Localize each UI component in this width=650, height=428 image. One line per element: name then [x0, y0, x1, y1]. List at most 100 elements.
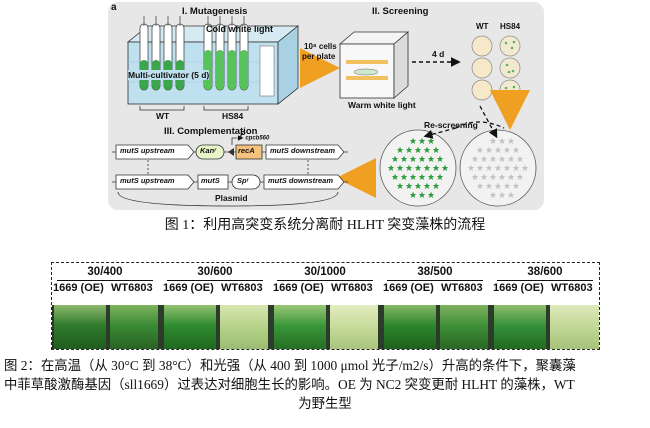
label-plates-wt: WT	[476, 22, 489, 31]
colony-mark	[423, 146, 431, 153]
strain-wt-label: WT6803	[221, 282, 263, 294]
colony-mark	[507, 137, 515, 144]
promoter-subscript: cpcb560	[245, 135, 270, 142]
rescreening-plates	[379, 129, 537, 207]
colony-mark	[503, 182, 511, 189]
colony-mark	[480, 173, 488, 180]
gene-mutS-downstream-top: mutS downstream	[270, 146, 336, 155]
colony-mark	[423, 164, 431, 171]
colony-mark	[409, 137, 417, 144]
colony-mark	[480, 155, 488, 162]
condition-underline	[387, 280, 483, 281]
colony-mark	[409, 191, 417, 198]
colony-mark	[423, 182, 431, 189]
colony-mark	[494, 146, 502, 153]
strain-oe-label: 1669 (OE)	[53, 282, 104, 294]
colony-mark	[498, 155, 506, 162]
tube-1669-30-600	[164, 305, 216, 349]
figure2-photo-panel	[51, 262, 600, 350]
colony-mark	[414, 182, 422, 189]
colony-mark	[400, 155, 408, 162]
colony-mark	[498, 137, 506, 144]
colony-mark	[485, 146, 493, 153]
label-multi-cultivator: Multi-cultivator (5 d)	[128, 70, 210, 80]
colony-mark	[396, 146, 404, 153]
tube-1669-38-500	[384, 305, 436, 349]
colony-mark	[391, 173, 399, 180]
colony-mark	[507, 155, 515, 162]
colony-mark	[414, 146, 422, 153]
colony-mark	[441, 164, 449, 171]
colony-mark	[418, 137, 426, 144]
colony-mark	[485, 164, 493, 171]
condition-underline	[167, 280, 263, 281]
condition-label: 30/600	[197, 266, 233, 278]
colony-mark	[485, 182, 493, 189]
colony-mark	[512, 146, 520, 153]
strain-oe-label: 1669 (OE)	[273, 282, 324, 294]
strain-wt-label: WT6803	[331, 282, 373, 294]
condition-label: 30/400	[87, 266, 123, 278]
label-cold-light: Cold white light	[206, 24, 273, 34]
colony-mark	[427, 191, 435, 198]
strain-oe-label: 1669 (OE)	[383, 282, 434, 294]
colony-mark	[418, 173, 426, 180]
condition-label: 38/500	[417, 266, 453, 278]
gene-reca: recA	[238, 146, 255, 155]
label-wt-tubes: WT	[156, 111, 170, 121]
gene-mutS-downstream-bottom: mutS downstream	[268, 176, 334, 185]
panel-letter: a	[111, 2, 117, 13]
section-mutagenesis: I. Mutagenesis	[182, 6, 248, 17]
tube-wt-38-500	[440, 305, 488, 349]
strain-oe-label: 1669 (OE)	[493, 282, 544, 294]
figure2-headers: 30/400 1669 (OE) WT6803 30/600 1669 (OE)…	[51, 262, 600, 304]
colony-mark	[405, 146, 413, 153]
figure2-caption-line-1: 图 2：在高温（从 30°C 到 38°C）和光强（从 400 到 1000 μ…	[4, 358, 576, 373]
colony-mark	[489, 173, 497, 180]
colony-mark	[498, 173, 506, 180]
colony-mark	[418, 191, 426, 198]
group-30-600: 30/600 1669 (OE) WT6803	[163, 262, 267, 304]
colony-mark	[405, 164, 413, 171]
tube-wt-30-1000	[330, 305, 378, 349]
strain-wt-label: WT6803	[441, 282, 483, 294]
colony-mark	[432, 164, 440, 171]
gene-mutS-upstream-bottom: mutS upstream	[120, 176, 175, 185]
condition-label: 30/1000	[304, 266, 346, 278]
colony-mark	[471, 173, 479, 180]
screening-plates	[471, 35, 521, 101]
section-screening: II. Screening	[372, 6, 429, 17]
group-30-1000: 30/1000 1669 (OE) WT6803	[273, 262, 377, 304]
colony-mark	[391, 155, 399, 162]
colony-mark	[414, 164, 422, 171]
colony-mark	[409, 155, 417, 162]
colony-mark	[476, 182, 484, 189]
colony-mark	[476, 164, 484, 171]
colony-mark	[516, 173, 524, 180]
colony-mark	[476, 146, 484, 153]
colony-mark	[400, 173, 408, 180]
label-promoter: Pcpcb560	[240, 130, 269, 142]
condition-underline	[57, 280, 153, 281]
figure2-caption-line-3: 为野生型	[298, 396, 352, 411]
tube-wt-30-400	[110, 305, 158, 349]
colony-mark	[432, 146, 440, 153]
tube-wt-38-600	[550, 305, 599, 349]
gene-muts: mutS	[201, 176, 220, 185]
colony-mark	[503, 164, 511, 171]
tube-wt-30-600	[220, 305, 268, 349]
group-38-500: 38/500 1669 (OE) WT6803	[383, 262, 487, 304]
gene-spr: Spʳ	[237, 176, 249, 185]
tube-1669-38-600	[494, 305, 546, 349]
tube-photo	[52, 305, 599, 349]
colony-mark	[471, 155, 479, 162]
tube-1669-30-400	[54, 305, 106, 349]
condition-underline	[497, 280, 593, 281]
colony-mark	[387, 164, 395, 171]
colony-mark	[427, 137, 435, 144]
colony-mark	[489, 155, 497, 162]
colony-mark	[489, 191, 497, 198]
colony-mark	[521, 164, 529, 171]
condition-underline	[277, 280, 373, 281]
label-days: 4 d	[432, 49, 445, 59]
